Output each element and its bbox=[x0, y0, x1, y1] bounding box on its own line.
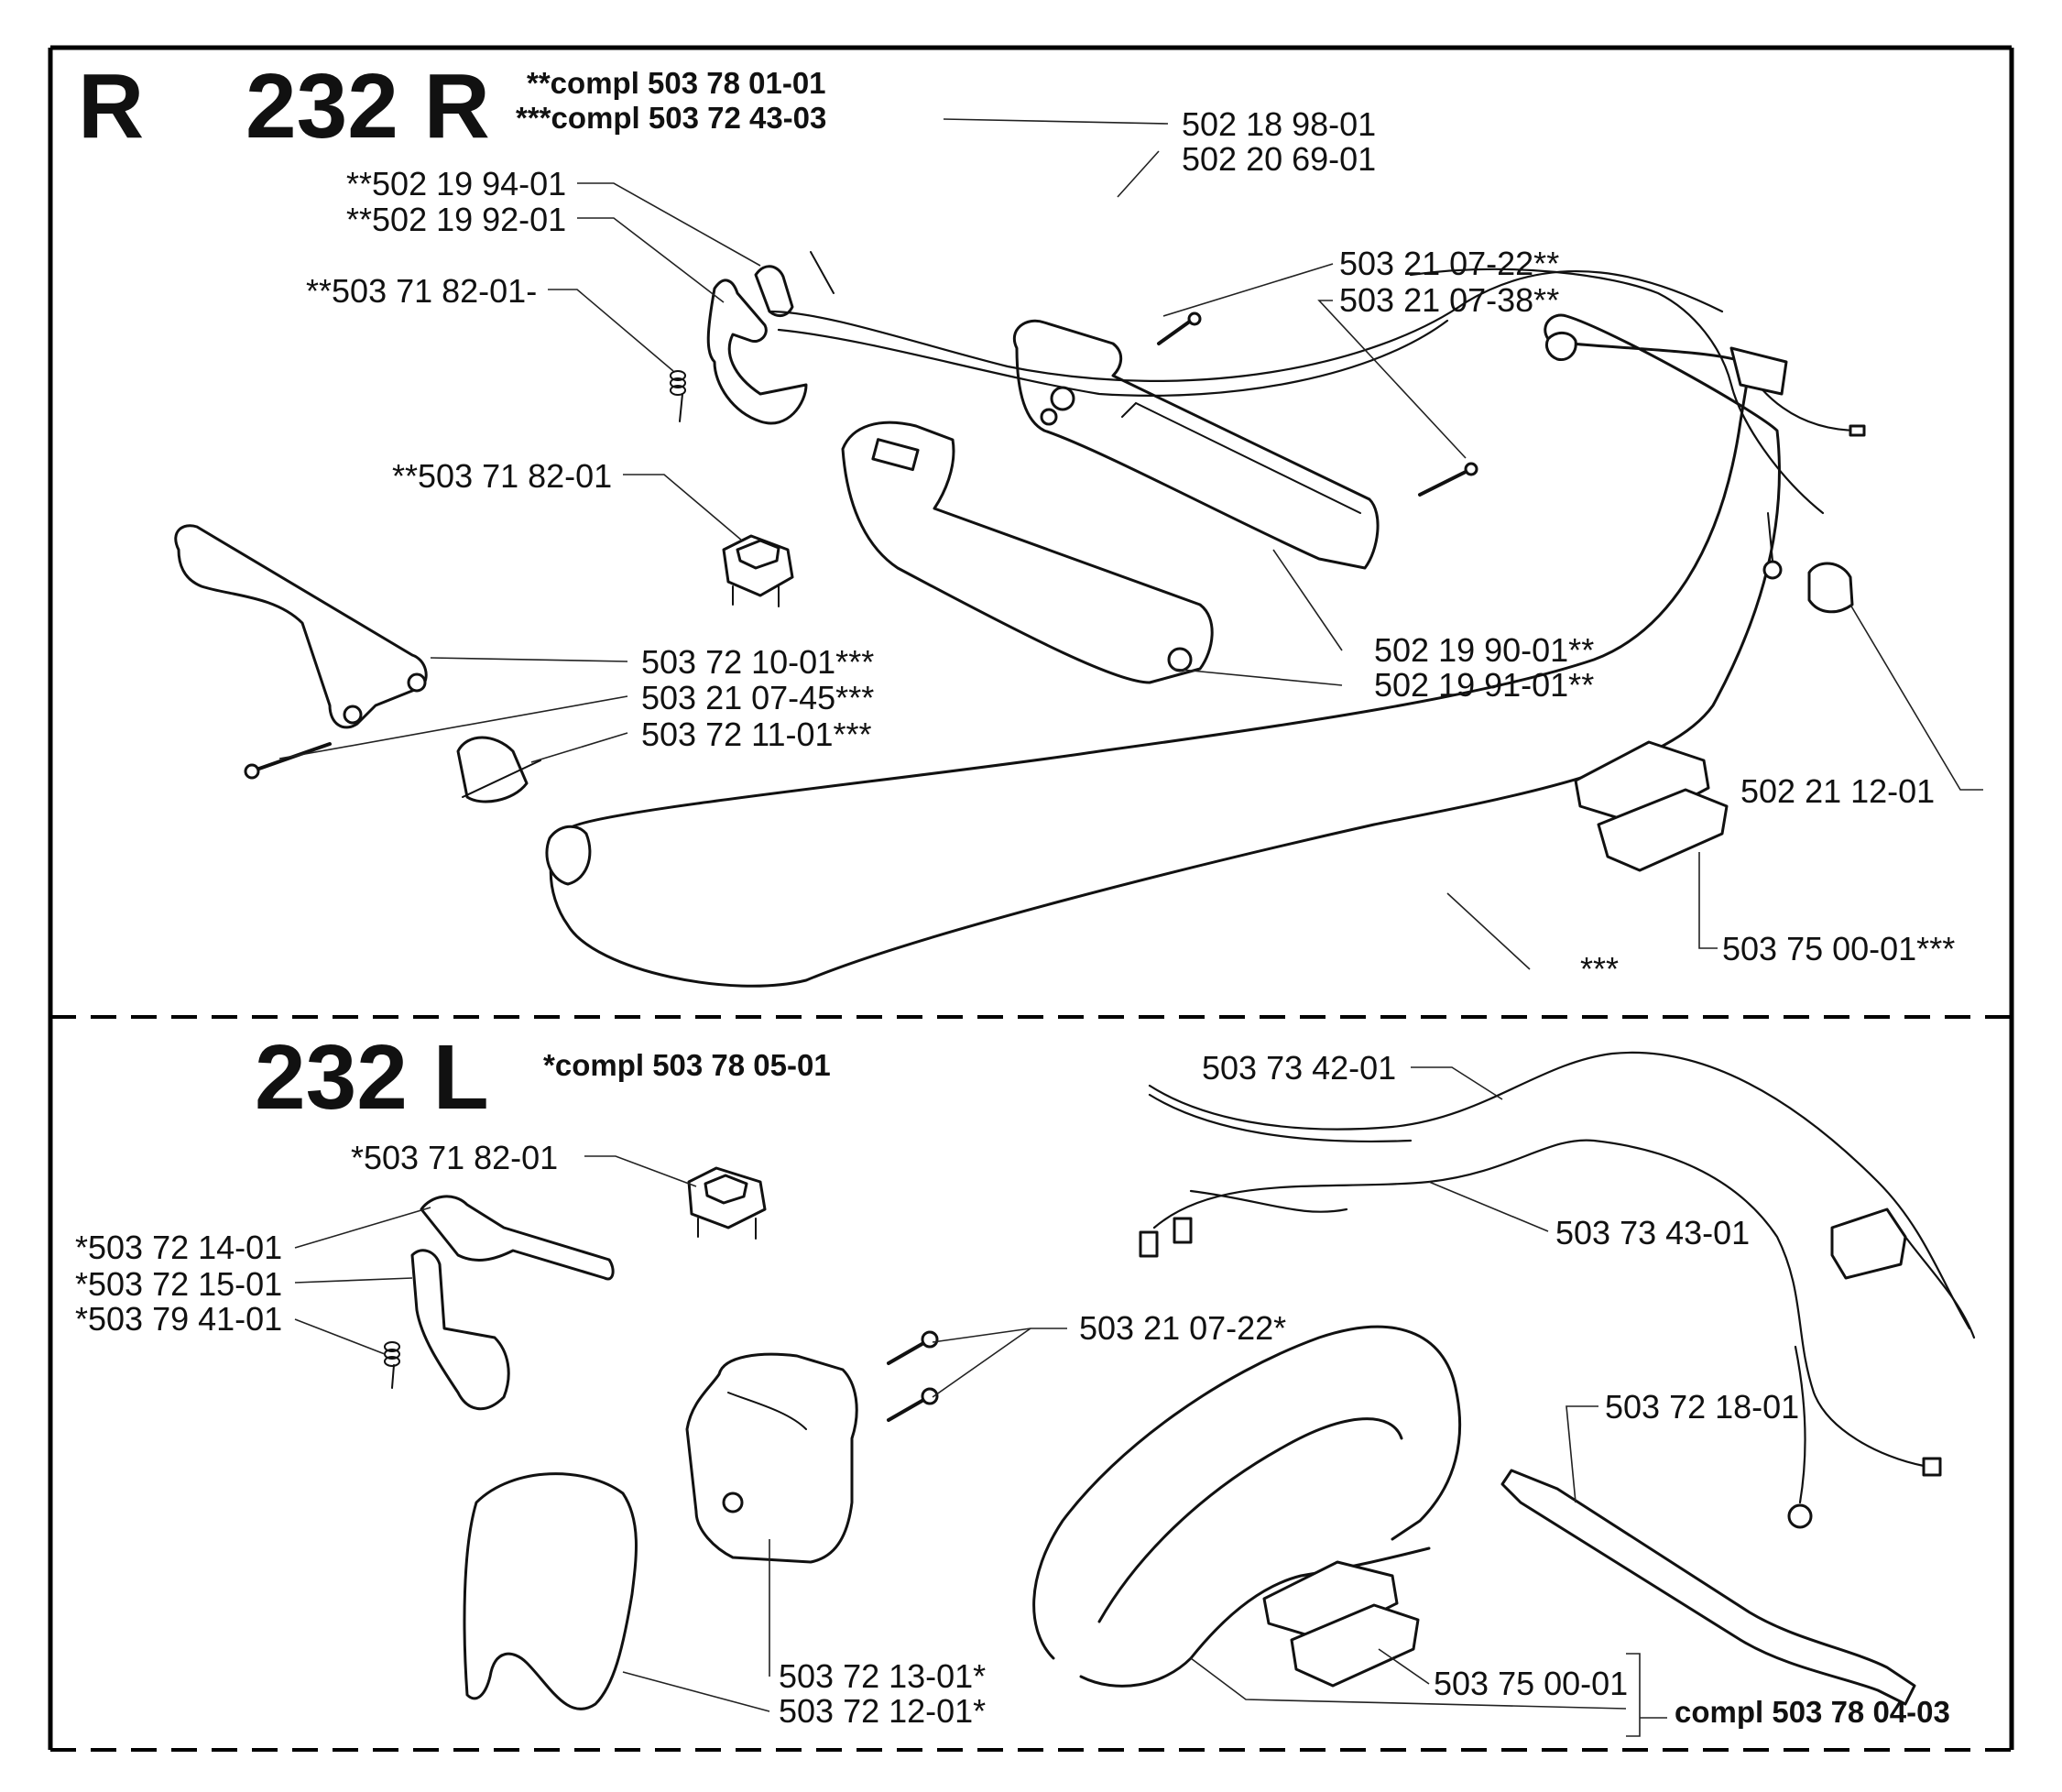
part-label-top-8: 503 72 10-01*** bbox=[641, 643, 874, 681]
trigger-icon bbox=[410, 1195, 615, 1411]
compl-kit-1: **compl 503 78 01-01 bbox=[527, 66, 826, 100]
clamp-icon bbox=[1807, 562, 1854, 614]
spring-icon bbox=[384, 1341, 400, 1389]
part-label-bottom-5: *503 79 41-01 bbox=[75, 1300, 282, 1338]
part-label-top-1: 502 20 69-01 bbox=[1182, 140, 1376, 178]
part-label-top-14: *** bbox=[1580, 950, 1619, 988]
model-232r-title: 232 R bbox=[245, 55, 490, 158]
part-label-bottom-3: *503 72 14-01 bbox=[75, 1229, 282, 1266]
part-label-bottom-1: *503 71 82-01 bbox=[351, 1139, 558, 1176]
grip-icon bbox=[841, 421, 1214, 684]
grip-icon bbox=[174, 524, 428, 729]
wire-harness-icon bbox=[768, 251, 1866, 580]
bracket-strip-icon bbox=[1500, 1469, 1916, 1706]
part-label-top-15: 503 75 00-01*** bbox=[1722, 930, 1955, 967]
part-label-top-3: **502 19 92-01 bbox=[346, 201, 566, 238]
clamp-icon bbox=[1574, 740, 1729, 872]
part-label-top-11: 502 19 90-01** bbox=[1374, 631, 1594, 669]
part-label-top-2: **502 19 94-01 bbox=[346, 165, 566, 202]
compl-kit-3: *compl 503 78 05-01 bbox=[543, 1048, 831, 1082]
part-label-bottom-0: 503 73 42-01 bbox=[1202, 1049, 1396, 1087]
part-label-bottom-9: 503 72 12-01* bbox=[779, 1692, 986, 1730]
part-label-top-6: 503 21 07-38** bbox=[1339, 281, 1559, 319]
wire-harness-icon bbox=[1139, 1051, 1976, 1529]
leaders-bottom bbox=[294, 1066, 1667, 1737]
section-letter: R bbox=[78, 55, 144, 158]
leaders-top bbox=[278, 118, 1983, 970]
part-label-top-9: 503 21 07-45*** bbox=[641, 679, 874, 716]
model-232l-title: 232 L bbox=[255, 1026, 489, 1129]
part-label-top-5: 503 21 07-22** bbox=[1339, 245, 1559, 282]
part-label-top-13: 502 21 12-01 bbox=[1740, 772, 1935, 810]
part-label-top-7: **503 71 82-01 bbox=[392, 457, 612, 495]
part-label-top-0: 502 18 98-01 bbox=[1182, 105, 1376, 143]
switch-icon bbox=[687, 1166, 767, 1240]
grip-icon bbox=[685, 1352, 858, 1564]
grip-icon bbox=[463, 1472, 638, 1710]
trigger-icon bbox=[706, 265, 808, 425]
compl-kit-2: ***compl 503 72 43-03 bbox=[516, 101, 826, 135]
handlebar-icon bbox=[1032, 1325, 1462, 1688]
grip-icon bbox=[1012, 319, 1380, 570]
screw-icon bbox=[244, 742, 332, 780]
part-label-bottom-6: 503 21 07-22* bbox=[1079, 1309, 1286, 1347]
spring-icon bbox=[670, 370, 686, 422]
part-label-top-12: 502 19 91-01** bbox=[1374, 666, 1594, 704]
screw-icon bbox=[887, 1330, 939, 1422]
screw-icon bbox=[1157, 311, 1478, 497]
part-label-bottom-2: 503 73 43-01 bbox=[1555, 1214, 1750, 1251]
part-label-bottom-8: 503 72 13-01* bbox=[779, 1657, 986, 1695]
part-label-bottom-10: 503 75 00-01 bbox=[1434, 1665, 1628, 1702]
clamp-icon bbox=[456, 736, 541, 803]
clamp-icon bbox=[1262, 1560, 1420, 1688]
part-label-top-10: 503 72 11-01*** bbox=[641, 716, 872, 753]
part-label-top-4: **503 71 82-01- bbox=[306, 272, 537, 310]
handlebar-icon bbox=[545, 313, 1781, 988]
diagram-frame bbox=[48, 45, 2014, 1752]
part-label-bottom-4: *503 72 15-01 bbox=[75, 1265, 282, 1303]
switch-icon bbox=[722, 534, 794, 607]
part-label-bottom-7: 503 72 18-01 bbox=[1605, 1388, 1799, 1426]
